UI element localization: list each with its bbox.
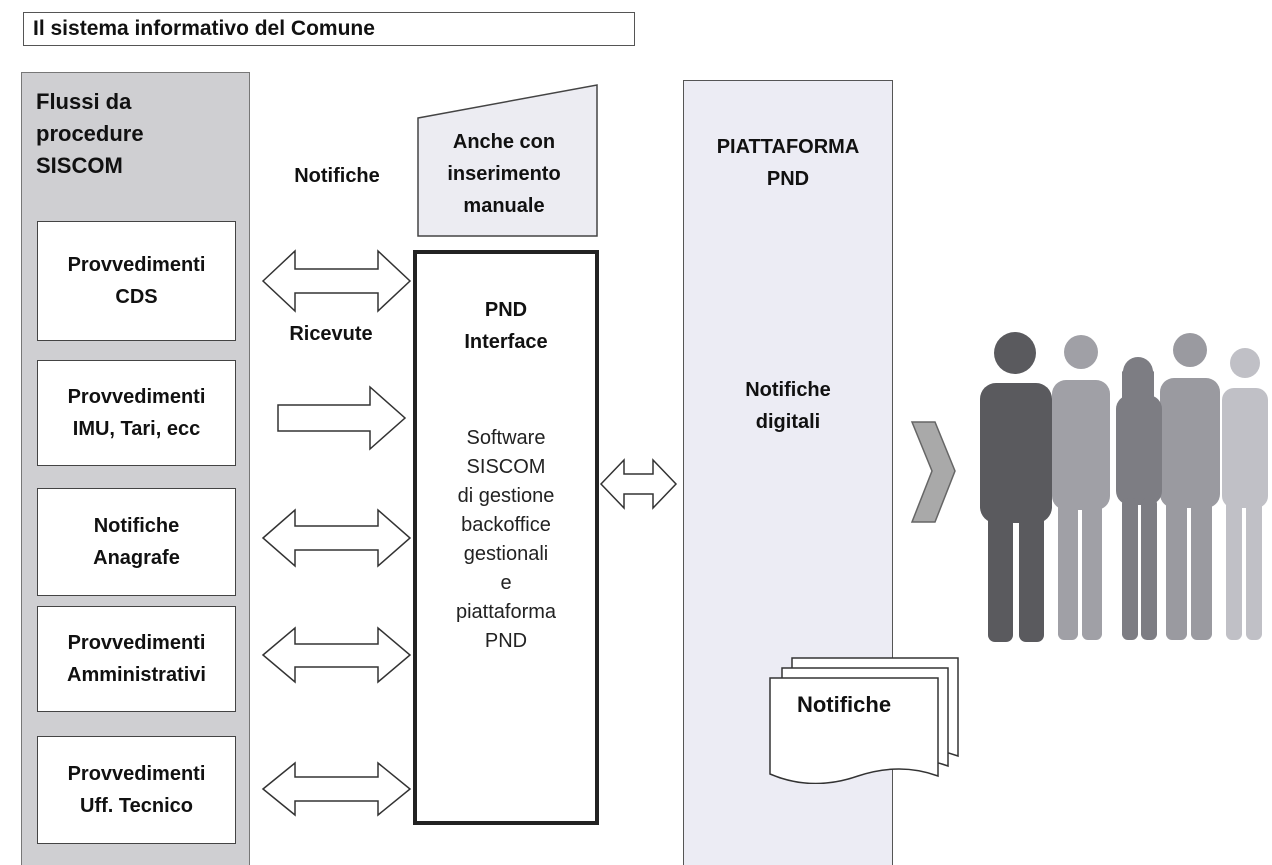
platform-title: PIATTAFORMA PND <box>716 136 860 190</box>
pnd-interface-title: PND Interface <box>464 299 548 353</box>
platform-digital-notifications: Notifiche digitali <box>745 379 831 433</box>
pnd-interface-description: Software SISCOM di gestione backoffice g… <box>455 427 557 652</box>
siscom-flows-panel <box>21 72 250 865</box>
procedure-box-cds: Provvedimenti CDS <box>37 221 236 341</box>
bidirectional-arrow-icon <box>261 626 412 684</box>
people-silhouettes <box>980 332 1268 642</box>
document-stack-label: Notifiche <box>796 692 892 717</box>
pnd-interface-box <box>413 250 599 825</box>
label-ricevute: Ricevute <box>289 323 373 345</box>
siscom-panel-title: Flussi da procedure SISCOM <box>36 89 144 178</box>
procedure-box-amministrativi: Provvedimenti Amministrativi <box>37 606 236 712</box>
bidirectional-arrow-icon <box>599 458 678 510</box>
bidirectional-arrow-icon <box>261 508 412 568</box>
manual-input-shape <box>417 84 598 237</box>
procedure-box-anagrafe: Notifiche Anagrafe <box>37 488 236 596</box>
diagram-title: Il sistema informativo del Comune <box>23 12 635 46</box>
label-notifiche: Notifiche <box>294 165 380 187</box>
procedure-box-imu-tari: Provvedimenti IMU, Tari, ecc <box>37 360 236 466</box>
right-arrow-icon <box>277 385 407 451</box>
manual-input-label: Anche con inserimento manuale <box>447 131 561 217</box>
bidirectional-arrow-icon <box>261 761 412 817</box>
procedure-box-uff-tecnico: Provvedimenti Uff. Tecnico <box>37 736 236 844</box>
bidirectional-arrow-icon <box>261 249 412 313</box>
chevron-right-icon <box>910 421 956 523</box>
document-stack-icon <box>769 657 959 784</box>
